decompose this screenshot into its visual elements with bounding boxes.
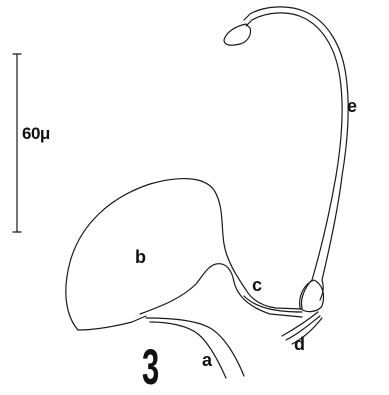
- part-e-stalk-outer: [246, 13, 342, 308]
- figure-number: 3: [142, 342, 159, 392]
- label-d: d: [294, 335, 305, 353]
- part-b-inner-fold: [140, 264, 302, 317]
- label-c: c: [252, 276, 262, 294]
- label-e: e: [347, 97, 357, 115]
- scale-bar-label: 60μ: [22, 124, 50, 144]
- scale-bar: [13, 54, 21, 232]
- part-b-lobe: [66, 179, 302, 330]
- label-a: a: [202, 351, 212, 369]
- part-b-lower-edge: [78, 316, 146, 330]
- part-e-tip-knob: [224, 24, 251, 45]
- part-a-stalk: [146, 318, 244, 376]
- label-b: b: [135, 248, 146, 266]
